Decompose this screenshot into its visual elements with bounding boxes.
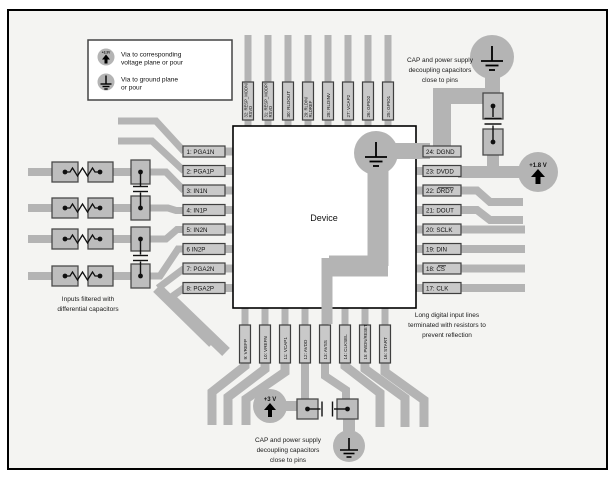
annotation-cap-top-right: CAP and power supply decoupling capacito… (407, 57, 474, 84)
pin-label: 2: PGA1P (187, 168, 215, 175)
pin-label: RSVD (248, 106, 253, 118)
digital-supply-label: +1.8 V (529, 163, 547, 169)
legend-item-text: Via to ground plane (121, 77, 178, 84)
pin-labels-left: 1: PGA1N 2: PGA1P 3: IN1N 4: IN1P 5: IN2… (182, 145, 226, 295)
pin-label: 31: RESP_MODP/ (264, 82, 269, 117)
pin-labels-right: 24: DGND 23: DVDD 22: DRDY 21: DOUT 20: … (422, 145, 462, 295)
pin-label: 6 IN2P (187, 246, 206, 253)
pin-label: 5: IN2N (187, 227, 208, 234)
svg-text:differential capacitors: differential capacitors (57, 306, 119, 313)
pin-label: 21: DOUT (426, 207, 454, 214)
pin-label: 1: PGA1N (187, 149, 215, 156)
pin-label: 4: IN1P (187, 207, 208, 214)
pin-label: 24: DGND (426, 149, 455, 156)
pin-label: 20: SCLK (426, 227, 453, 234)
resistor-icon (65, 166, 100, 282)
svg-text:Long digital input lines: Long digital input lines (415, 312, 480, 319)
pin-label: 28: RLDINV (326, 92, 331, 117)
svg-text:Inputs filtered with: Inputs filtered with (62, 296, 115, 303)
pin-label: 9: VREFP (243, 339, 248, 359)
analog-supply-via: +3 V (253, 389, 287, 423)
pin-label: 3: IN1N (187, 188, 208, 195)
ground-via-icon (97, 73, 115, 91)
pin-label: 29: RLDIN/ (304, 96, 309, 118)
annotation-long-lines: Long digital input lines terminated with… (408, 312, 486, 339)
pin-label: 32: RESP_MODN/ (244, 82, 249, 118)
capacitor-icon (484, 106, 502, 142)
capacitor-icon (133, 172, 148, 276)
pin-label: 8: PGA2P (187, 285, 215, 292)
voltage-via-icon: +3.3V (97, 48, 115, 66)
legend-box (87, 39, 233, 101)
svg-text:CAP and power supply: CAP and power supply (255, 437, 322, 444)
pin-label: RLDREF (308, 100, 313, 117)
ground-icon (340, 438, 358, 458)
ground-icon (365, 142, 387, 167)
ground-icon (481, 46, 503, 71)
pin-label: 22: DRDY (426, 188, 454, 195)
pin-label: 17: CLK (426, 285, 449, 292)
input-filter-components (51, 159, 151, 289)
arrow-up-icon (531, 169, 545, 184)
pin-label: 12: AVDD (303, 339, 308, 360)
svg-text:prevent reflection: prevent reflection (422, 332, 472, 339)
digital-supply-via: +1.8 V (518, 152, 558, 192)
legend-item-text: or pour (121, 85, 143, 92)
annotation-inputs-filtered: Inputs filtered with differential capaci… (57, 296, 119, 313)
device-ground-via (354, 131, 398, 175)
analog-supply-label: +3 V (264, 397, 277, 403)
device-ground-pour (321, 160, 389, 324)
bottom-ground-via (333, 430, 365, 462)
svg-text:terminated with resistors to: terminated with resistors to (408, 322, 486, 329)
legend-item-text: voltage plane or pour (121, 60, 184, 67)
legend-item-text: Via to corresponding (121, 52, 182, 59)
device-label: Device (310, 213, 338, 223)
arrow-up-icon (264, 403, 276, 417)
svg-text:close to pins: close to pins (270, 457, 307, 464)
bottom-decoupling-cap (296, 398, 359, 420)
pin-label: 19: DIN (426, 246, 447, 253)
pin-label: 16: START (383, 337, 388, 359)
svg-text:decoupling capacitors: decoupling capacitors (257, 447, 321, 454)
pin-label: 10: VREFN (263, 336, 268, 359)
svg-text:+3.3V: +3.3V (102, 51, 111, 55)
annotation-cap-bottom: CAP and power supply decoupling capacito… (255, 437, 322, 464)
pin-label: 15: PWDN/RESET (363, 324, 368, 359)
pin-label: 30: RLDOUT (286, 91, 291, 118)
dgnd-exit-trace (394, 143, 430, 159)
capacitor-icon (307, 401, 348, 417)
pin-label: 23: DVDD (426, 168, 454, 175)
pin-label: 27: VCAP2 (346, 94, 351, 117)
pin-label: RSVD (268, 106, 273, 118)
legend: +3.3V Via to corresponding voltage plane… (87, 39, 233, 101)
pin-label: 14: CLKSEL (343, 334, 348, 360)
svg-text:decoupling capacitors: decoupling capacitors (409, 67, 473, 74)
svg-text:close to pins: close to pins (422, 77, 459, 84)
pin-label: 11: VCAP1 (283, 337, 288, 360)
pin-label: 18: CS (426, 266, 445, 273)
pin-label: 7: PGA2N (187, 266, 215, 273)
right-decoupling-cap (482, 92, 504, 156)
top-right-ground-via (470, 35, 514, 79)
svg-text:CAP and power supply: CAP and power supply (407, 57, 474, 64)
pin-label: 25: GPIO1 (386, 95, 391, 117)
pin-label: 13: AVSS (323, 340, 328, 359)
pin-label: 26: GPIO2 (366, 95, 371, 117)
pin-labels-bottom: 9: VREFP 10: VREFN 11: VCAP1 12: AVDD 13… (238, 324, 392, 364)
pin-labels-top: 32: RESP_MODN/ RSVD 31: RESP_MODP/ RSVD … (241, 81, 395, 121)
